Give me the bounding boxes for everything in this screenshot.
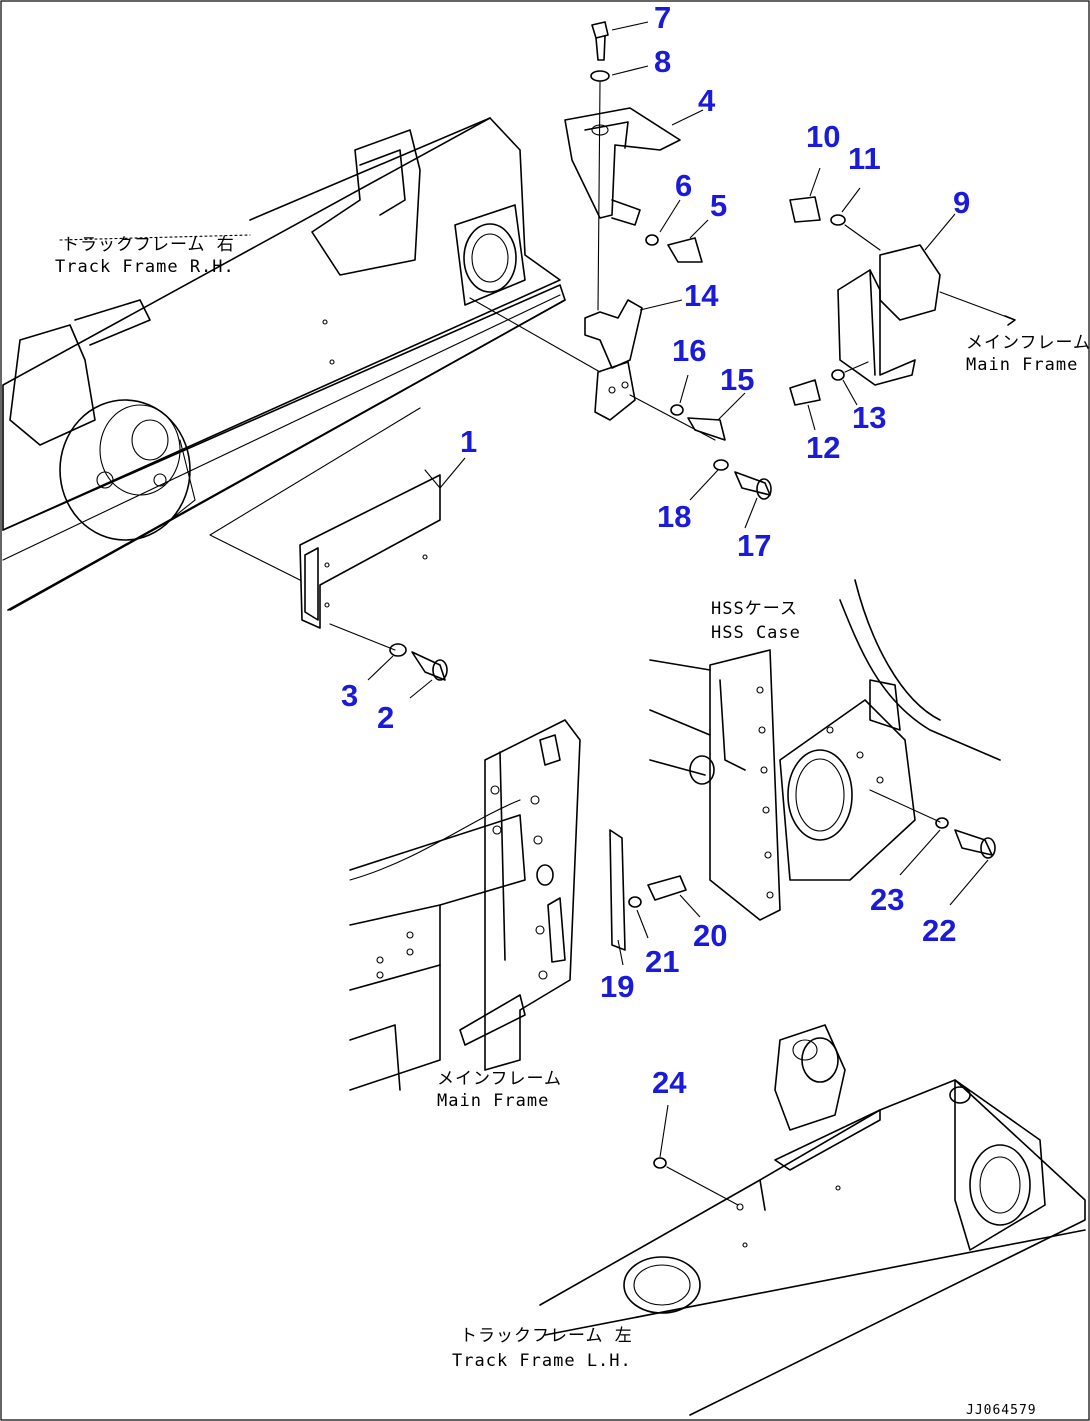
- right-bracket: [789, 196, 1016, 406]
- callouts: 1 2 3 4 5 6 7 8 9 10 11 12 13 14 15 16 1…: [341, 0, 970, 1100]
- caption-hss-case-ja: HSSケース: [711, 599, 798, 619]
- callout-12: 12: [806, 430, 840, 465]
- caption-main-frame-center-en: Main Frame: [437, 1091, 549, 1111]
- callout-15: 15: [720, 362, 754, 397]
- caption-track-frame-rh-ja: トラックフレーム 右: [62, 235, 235, 255]
- callout-19: 19: [600, 969, 634, 1004]
- callout-20: 20: [693, 918, 727, 953]
- callout-23: 23: [870, 882, 904, 917]
- callout-13: 13: [852, 400, 886, 435]
- track-frame-rh: [2, 117, 566, 611]
- callout-5: 5: [710, 188, 727, 223]
- captions: トラックフレーム 右 Track Frame R.H. メインフレーム Main…: [55, 235, 1090, 1371]
- cover-plate: [209, 407, 448, 681]
- callout-17: 17: [737, 528, 771, 563]
- drawing-code: JJ064579: [966, 1403, 1037, 1418]
- callout-8: 8: [654, 44, 671, 79]
- track-frame-lh: [539, 1024, 1086, 1416]
- callout-9: 9: [953, 185, 970, 220]
- callout-10: 10: [806, 119, 840, 154]
- caption-main-frame-center-ja: メインフレーム: [437, 1069, 562, 1089]
- callout-21: 21: [645, 944, 679, 979]
- callout-7: 7: [654, 0, 671, 35]
- callout-16: 16: [672, 333, 706, 368]
- callout-4: 4: [698, 83, 716, 118]
- callout-22: 22: [922, 913, 956, 948]
- callout-24: 24: [652, 1065, 687, 1100]
- callout-18: 18: [657, 499, 691, 534]
- callout-14: 14: [684, 278, 719, 313]
- callout-11: 11: [848, 141, 881, 176]
- callout-1: 1: [460, 424, 477, 459]
- callout-6: 6: [675, 168, 692, 203]
- callout-2: 2: [377, 700, 394, 735]
- caption-main-frame-right-en: Main Frame: [966, 355, 1078, 375]
- caption-track-frame-lh-ja: トラックフレーム 左: [460, 1326, 633, 1346]
- main-frame-center: [349, 719, 687, 1091]
- callout-3: 3: [341, 678, 358, 713]
- hss-case: [649, 579, 1001, 921]
- caption-hss-case-en: HSS Case: [711, 623, 801, 643]
- caption-main-frame-right-ja: メインフレーム: [966, 333, 1090, 353]
- caption-track-frame-lh-en: Track Frame L.H.: [452, 1351, 632, 1371]
- caption-track-frame-rh-en: Track Frame R.H.: [55, 257, 235, 277]
- bracket-assembly: [469, 21, 772, 500]
- leader-lines: [367, 21, 989, 1158]
